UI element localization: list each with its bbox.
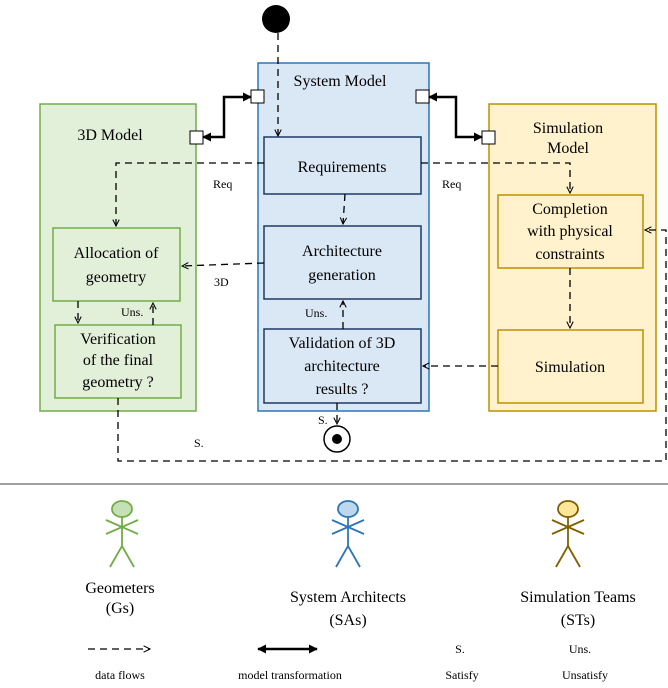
box-architecture-line1: Architecture [302, 243, 382, 260]
box-allocation [52, 227, 181, 302]
port-system-right [415, 89, 430, 104]
edge-label-uns-left: Uns. [121, 305, 143, 319]
flow-architecture-to-allocation [182, 263, 265, 266]
port-3d-right [189, 130, 204, 145]
legend-satisfy-symbol: S. [455, 642, 465, 656]
flow-verification-s-to-completion [117, 230, 667, 462]
box-validation-line1: Validation of 3D [289, 335, 396, 352]
box-architecture-line2: generation [308, 267, 376, 284]
port-sim-left [481, 130, 496, 145]
box-completion-line3: constraints [535, 246, 604, 263]
legend-data-flows-label: data flows [95, 668, 145, 682]
actor-geometers-icon [105, 500, 139, 568]
container-simulation-model-title-2: Model [547, 140, 589, 157]
box-completion-line1: Completion [532, 201, 608, 218]
box-allocation-line2: geometry [86, 269, 146, 286]
container-3d-model-title: 3D Model [77, 127, 143, 144]
box-requirements-label: Requirements [298, 159, 387, 176]
actor-simulation-teams-icon [551, 500, 585, 568]
box-validation [263, 328, 422, 404]
flow-requirements-to-completion [421, 162, 570, 193]
box-verification [54, 324, 182, 399]
box-validation-line3: results ? [316, 381, 369, 398]
actor-simulation-teams-abbr: (STs) [561, 612, 595, 629]
flow-requirements-to-architecture [343, 193, 345, 224]
flow-requirements-to-allocation [116, 162, 264, 226]
legend-unsatisfy-label: Unsatisfy [562, 668, 608, 682]
legend-satisfy-label: Satisfy [445, 668, 478, 682]
box-simulation-label: Simulation [535, 359, 605, 376]
transform-arrow-system-sim [428, 92, 483, 142]
box-verification-line1: Verification [80, 331, 156, 348]
actor-system-architects-abbr: (SAs) [329, 612, 366, 629]
box-architecture [263, 225, 422, 300]
box-allocation-line1: Allocation of [74, 245, 160, 262]
actor-simulation-teams-name: Simulation Teams [520, 589, 635, 606]
edge-label-s-bottom: S. [194, 436, 204, 450]
box-verification-line3: geometry ? [82, 374, 154, 391]
port-system-left [250, 89, 265, 104]
edge-label-uns-mid: Uns. [305, 306, 327, 320]
legend-model-transformation-label: model transformation [238, 668, 342, 682]
box-verification-line2: of the final [83, 352, 154, 369]
container-simulation-model-title-1: Simulation [533, 120, 603, 137]
container-system-model-title: System Model [294, 73, 387, 90]
edge-label-req-right: Req [442, 177, 461, 191]
edge-label-req-left: Req [213, 177, 232, 191]
box-validation-line2: architecture [304, 358, 380, 375]
box-requirements [263, 136, 422, 195]
edge-label-3d: 3D [214, 275, 229, 289]
actor-geometers-abbr: (Gs) [106, 600, 134, 617]
edge-label-s-mid: S. [318, 413, 328, 427]
box-completion-line2: with physical [527, 223, 613, 240]
actor-geometers-name: Geometers [85, 580, 154, 597]
start-node [262, 5, 290, 33]
actor-system-architects-name: System Architects [290, 589, 406, 606]
actor-system-architects-icon [331, 500, 365, 568]
end-node-inner [332, 434, 342, 444]
legend-unsatisfy-symbol: Uns. [569, 642, 591, 656]
transform-arrow-3d-system [202, 92, 252, 142]
